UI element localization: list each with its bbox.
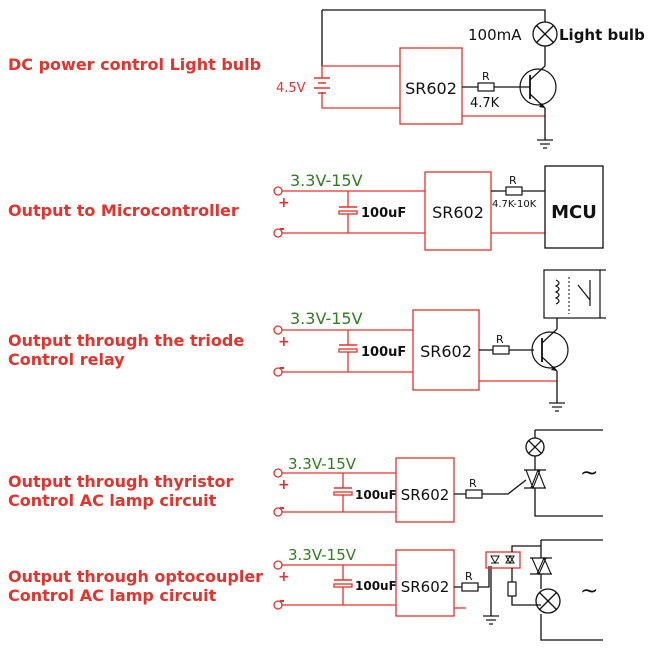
capacitor-label: 100uF (361, 206, 406, 221)
bulb-label: Light bulb (559, 26, 645, 44)
resistor-icon (492, 345, 510, 355)
resistor-label: R (509, 174, 517, 187)
section-4-title-line-1: Output through thyristor (8, 472, 234, 491)
opto-resistor-icon (507, 581, 517, 597)
resistor-value: 4.7K (470, 96, 500, 111)
relay-icon (543, 269, 606, 319)
wire-top-loop (321, 9, 546, 66)
wire-ac-loop (511, 539, 603, 641)
circuit-microcontroller: 3.3V-15V + - 100uF SR602 R 4.7K-10K MCU (273, 165, 604, 251)
section-3-title-line-1: Output through the triode (8, 331, 245, 350)
optocoupler-icon (485, 551, 521, 569)
battery-voltage: 4.5V (276, 81, 306, 96)
section-5-title: Output through optocoupler Control AC la… (8, 567, 263, 605)
light-bulb-icon (532, 21, 558, 47)
resistor-icon (477, 82, 495, 92)
wire-supply-red (282, 564, 396, 606)
section-1-title-line-1: DC power control Light bulb (8, 55, 262, 74)
voltage-range: 3.3V-15V (290, 171, 363, 190)
plus-sign: + (278, 334, 290, 350)
section-1-title: DC power control Light bulb (8, 55, 261, 74)
capacitor-label: 100uF (361, 345, 406, 360)
circuit-dc-light-bulb: 4.5V SR602 R 4.7K 100mA (276, 9, 645, 149)
resistor-icon (465, 489, 483, 499)
input-terminal-positive (273, 186, 283, 196)
resistor-label: R (482, 70, 490, 83)
sr602-module (395, 457, 455, 523)
minus-sign: - (279, 593, 285, 609)
minus-sign: - (279, 360, 285, 376)
input-terminal-positive (273, 325, 283, 335)
sr602-label: SR602 (401, 578, 450, 596)
sr602-label: SR602 (401, 486, 450, 504)
lamp-icon (535, 588, 561, 614)
resistor-label: R (496, 333, 504, 346)
wire-ac-loop (534, 429, 603, 517)
ground-icon (549, 402, 565, 412)
mcu-label: MCU (551, 202, 597, 223)
section-5-title-line-2: Control AC lamp circuit (8, 586, 217, 605)
npn-transistor-icon (531, 328, 569, 372)
wire-supply-red (282, 472, 396, 513)
resistor-label: R (469, 477, 477, 490)
input-terminal-positive (273, 468, 283, 478)
circuit-triode-relay: 3.3V-15V + - 100uF SR602 R (273, 269, 606, 412)
minus-sign: - (279, 221, 285, 237)
bulb-current: 100mA (468, 26, 522, 44)
wire-supply-red (321, 65, 400, 109)
voltage-range: 3.3V-15V (288, 455, 357, 473)
input-terminal-positive (273, 560, 283, 570)
minus-sign: - (279, 500, 285, 516)
section-2-title: Output to Microcontroller (8, 201, 239, 220)
plus-sign: + (278, 195, 290, 211)
resistor-icon (505, 186, 523, 196)
sr602-module (399, 47, 463, 125)
section-3-title: Output through the triode Control relay (8, 331, 244, 369)
plus-sign: + (278, 477, 290, 493)
resistor-value: 4.7K-10K (492, 199, 537, 210)
triac-icon (524, 468, 546, 490)
ground-icon (483, 615, 499, 625)
sr602-module (424, 171, 492, 251)
section-5-title-line-1: Output through optocoupler (8, 567, 264, 586)
capacitor-icon (338, 206, 358, 215)
mcu-block (544, 165, 604, 249)
wire-output (454, 479, 527, 495)
wire-supply-red (282, 190, 425, 234)
voltage-range: 3.3V-15V (290, 309, 363, 328)
ac-source-symbol: ~ (580, 461, 598, 486)
triac-icon (530, 556, 552, 576)
voltage-range: 3.3V-15V (288, 546, 357, 564)
section-2-title-line-1: Output to Microcontroller (8, 201, 239, 220)
sr602-label: SR602 (405, 79, 457, 98)
npn-transistor-icon (519, 65, 557, 109)
sr602-module (395, 549, 455, 617)
ac-source-symbol: ~ (580, 579, 598, 604)
section-4-title: Output through thyristor Control AC lamp… (8, 472, 233, 510)
circuit-optocoupler-ac-lamp: 3.3V-15V + - 100uF SR602 R (273, 539, 603, 641)
section-3-title-line-2: Control relay (8, 350, 125, 369)
lamp-icon (525, 437, 545, 457)
sr602-label: SR602 (432, 203, 484, 222)
capacitor-label: 100uF (355, 488, 397, 502)
resistor-icon (461, 582, 479, 592)
wire-opto-output (511, 568, 541, 606)
capacitor-icon (338, 344, 358, 353)
sr602-label: SR602 (420, 342, 472, 361)
circuit-thyristor-ac-lamp: 3.3V-15V + - 100uF SR602 R ~ (273, 429, 603, 523)
capacitor-label: 100uF (355, 579, 397, 593)
section-4-title-line-2: Control AC lamp circuit (8, 491, 217, 510)
wire-supply-red (282, 329, 413, 373)
wire-output (454, 566, 490, 588)
capacitor-icon (333, 487, 353, 496)
ground-icon (537, 139, 553, 149)
plus-sign: + (278, 569, 290, 585)
battery-icon (314, 77, 330, 94)
capacitor-icon (333, 579, 353, 588)
resistor-label: R (465, 570, 473, 583)
